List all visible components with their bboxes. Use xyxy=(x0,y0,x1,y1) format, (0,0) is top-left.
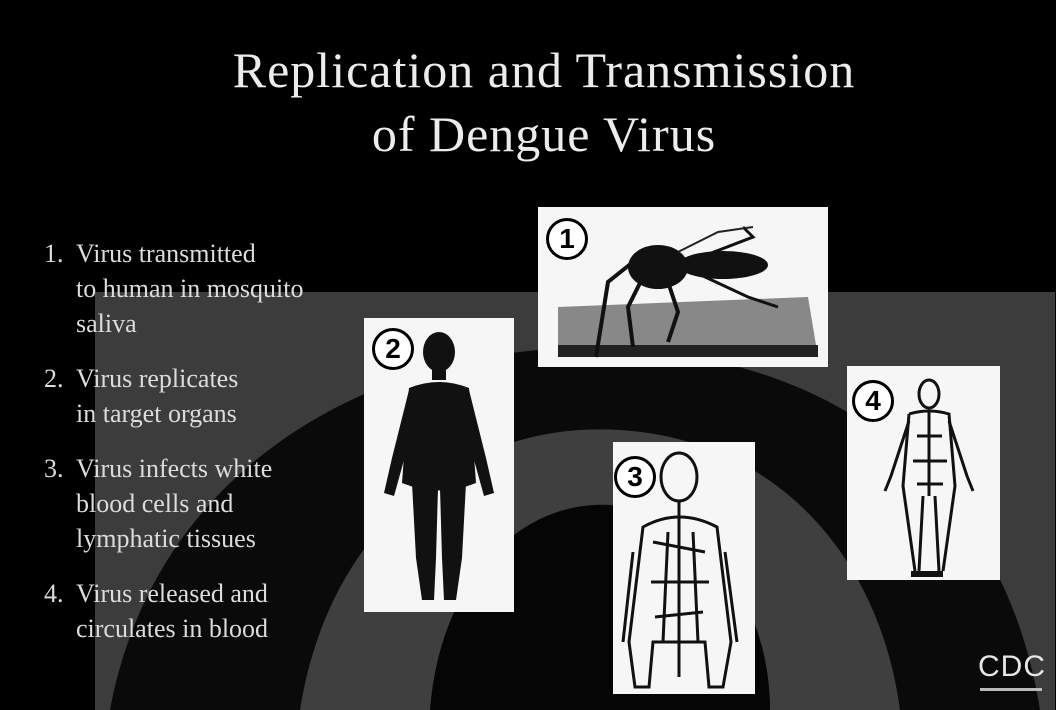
step-number: 3. xyxy=(44,451,76,486)
cdc-logo: CDC xyxy=(978,650,1046,684)
step-number: 2. xyxy=(44,361,76,396)
step-text-line: Virus transmitted xyxy=(76,239,256,268)
slide-title-line-1: Replication and Transmission xyxy=(233,42,855,98)
transmission-steps-list: 1.Virus transmitted to human in mosquito… xyxy=(44,236,364,666)
step-number: 1. xyxy=(44,236,76,271)
step-text-line: blood cells and xyxy=(44,486,364,521)
slide-title: Replication and Transmission of Dengue V… xyxy=(0,38,1056,166)
step-text-line: lymphatic tissues xyxy=(44,521,364,556)
step-text-line: in target organs xyxy=(44,396,364,431)
step-item-3: 3.Virus infects white blood cells and ly… xyxy=(44,451,364,556)
step-number: 4. xyxy=(44,576,76,611)
step-text-line: Virus released and xyxy=(76,579,268,608)
cdc-logo-rule xyxy=(980,688,1042,691)
step-badge-2: 2 xyxy=(372,328,414,370)
step-item-4: 4.Virus released and circulates in blood xyxy=(44,576,364,646)
step-badge-3: 3 xyxy=(614,456,656,498)
step-badge-1: 1 xyxy=(546,218,588,260)
step-text-line: to human in mosquito xyxy=(44,271,364,306)
step-text-line: Virus infects white xyxy=(76,454,272,483)
step-badge-4: 4 xyxy=(852,380,894,422)
slide-title-line-2: of Dengue Virus xyxy=(372,106,716,162)
step-text-line: Virus replicates xyxy=(76,364,238,393)
step-text-line: saliva xyxy=(44,306,364,341)
step-text-line: circulates in blood xyxy=(44,611,364,646)
step-item-1: 1.Virus transmitted to human in mosquito… xyxy=(44,236,364,341)
step-item-2: 2.Virus replicates in target organs xyxy=(44,361,364,431)
